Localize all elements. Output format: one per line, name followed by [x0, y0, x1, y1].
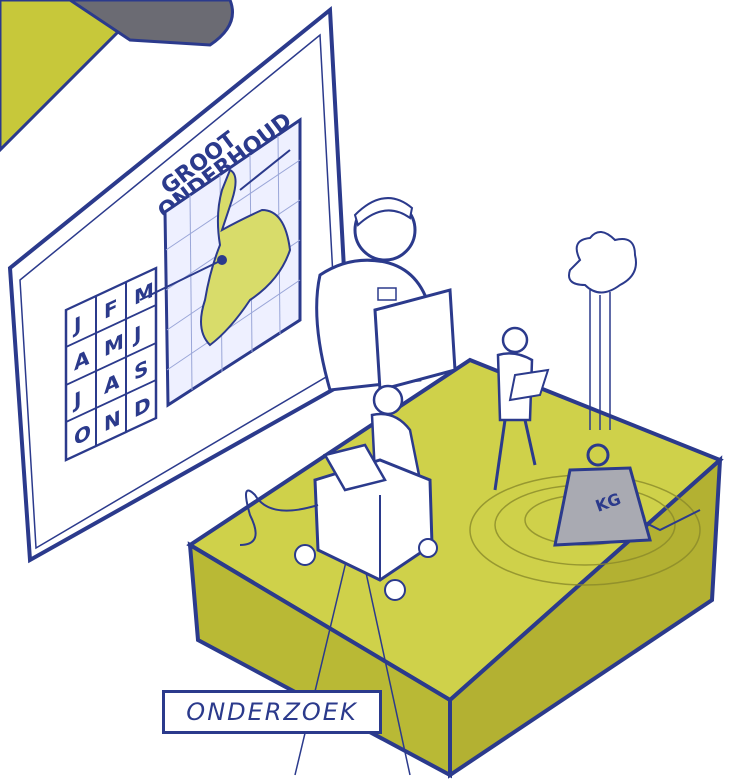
calendar-cell: J	[132, 320, 141, 348]
caption-box: ONDERZOEK	[162, 690, 382, 734]
calendar-cell: J	[72, 311, 81, 339]
calendar-cell: J	[72, 386, 81, 414]
caption-label: ONDERZOEK	[186, 698, 357, 726]
